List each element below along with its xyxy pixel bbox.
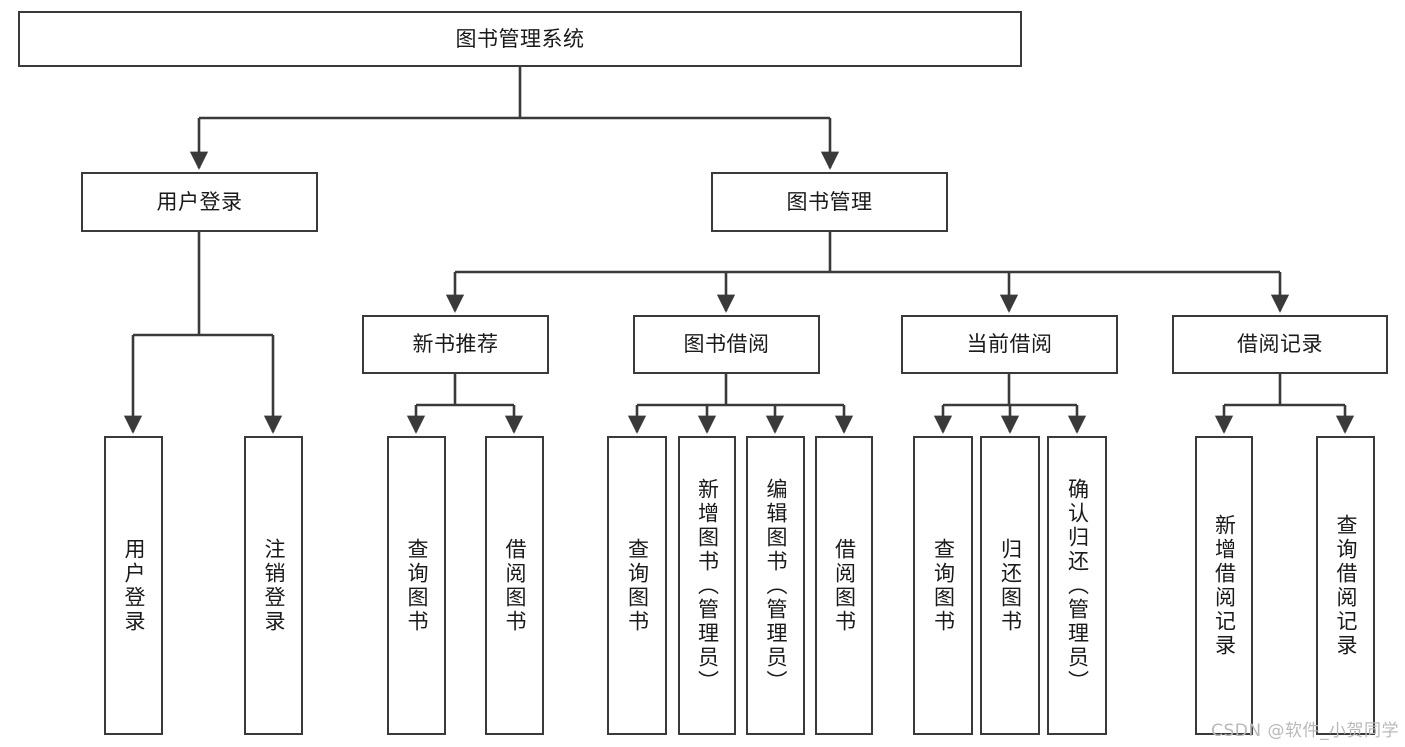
node-book-borrow[interactable]: 图书借阅 (633, 315, 820, 374)
node-leaf-user-login-label: 用户登录 (122, 537, 146, 634)
node-new-book-recommend-label: 新书推荐 (412, 332, 499, 357)
node-book-management[interactable]: 图书管理 (711, 172, 948, 232)
node-current-borrow[interactable]: 当前借阅 (901, 315, 1118, 374)
node-leaf-add-book-admin[interactable]: 新增图书（管理员） (678, 436, 736, 735)
node-leaf-query-book-label: 查询图书 (625, 537, 650, 634)
node-leaf-query-book-rec[interactable]: 查询图书 (387, 436, 446, 735)
node-root-label: 图书管理系统 (455, 26, 585, 51)
node-book-borrow-label: 图书借阅 (683, 332, 770, 357)
node-leaf-confirm-return-admin[interactable]: 确认归还（管理员） (1047, 436, 1107, 735)
node-leaf-add-borrow-record-label: 新增借阅记录 (1212, 513, 1237, 658)
node-leaf-query-borrow-record[interactable]: 查询借阅记录 (1316, 436, 1375, 735)
node-user-login-label: 用户登录 (156, 189, 243, 214)
node-leaf-borrow-book-rec-label: 借阅图书 (503, 537, 527, 634)
node-leaf-borrow-book-label: 借阅图书 (832, 537, 857, 634)
node-leaf-confirm-return-admin-label: 确认归还（管理员） (1065, 477, 1090, 694)
node-leaf-edit-book-admin[interactable]: 编辑图书（管理员） (746, 436, 805, 735)
node-leaf-borrow-book[interactable]: 借阅图书 (815, 436, 873, 735)
node-leaf-logout-label: 注销登录 (262, 537, 286, 634)
node-book-management-label: 图书管理 (786, 189, 873, 214)
node-leaf-query-borrow-record-label: 查询借阅记录 (1334, 513, 1358, 658)
csdn-watermark: CSDN @软件_小贺同学 (1211, 721, 1399, 741)
node-new-book-recommend[interactable]: 新书推荐 (362, 315, 549, 374)
node-leaf-query-book-current[interactable]: 查询图书 (913, 436, 973, 735)
node-leaf-return-book-label: 归还图书 (998, 537, 1023, 634)
node-leaf-borrow-book-rec[interactable]: 借阅图书 (485, 436, 544, 735)
node-leaf-query-book-current-label: 查询图书 (931, 537, 956, 634)
node-borrow-record[interactable]: 借阅记录 (1172, 315, 1388, 374)
node-user-login[interactable]: 用户登录 (81, 172, 318, 232)
node-leaf-logout[interactable]: 注销登录 (244, 436, 303, 735)
node-leaf-query-book-rec-label: 查询图书 (405, 537, 429, 634)
node-current-borrow-label: 当前借阅 (966, 332, 1053, 357)
node-leaf-return-book[interactable]: 归还图书 (980, 436, 1040, 735)
node-borrow-record-label: 借阅记录 (1237, 332, 1323, 357)
node-leaf-query-book[interactable]: 查询图书 (607, 436, 667, 735)
node-leaf-user-login[interactable]: 用户登录 (104, 436, 163, 735)
node-leaf-edit-book-admin-label: 编辑图书（管理员） (764, 477, 788, 694)
node-root[interactable]: 图书管理系统 (18, 11, 1022, 67)
node-leaf-add-borrow-record[interactable]: 新增借阅记录 (1195, 436, 1253, 735)
node-leaf-add-book-admin-label: 新增图书（管理员） (695, 477, 720, 694)
